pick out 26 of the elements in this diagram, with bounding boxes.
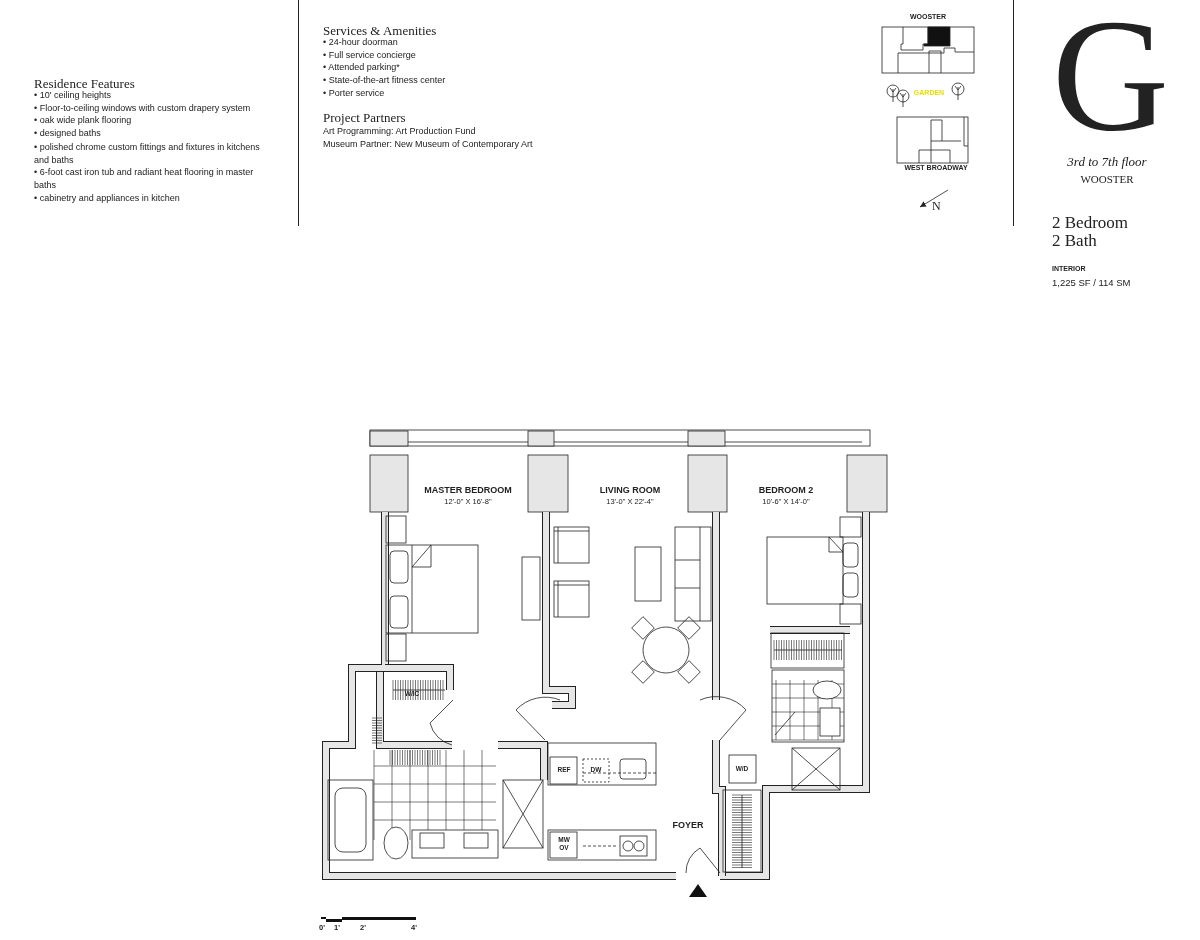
- room-name: LIVING ROOM: [599, 485, 661, 497]
- feature-item: • 10' ceiling heights: [34, 90, 111, 102]
- room-name: BEDROOM 2: [758, 485, 814, 497]
- feature-item: • oak wide plank flooring: [34, 115, 132, 127]
- feature-item: Art Programming: Art Production Fund: [323, 126, 476, 138]
- feature-item: • designed baths: [34, 128, 101, 140]
- feature-item: • Attended parking*: [323, 62, 400, 74]
- room-name: MASTER BEDROOM: [424, 485, 512, 497]
- feature-item: • 24-hour doorman: [323, 37, 398, 49]
- room-name: FOYER: [672, 820, 704, 832]
- north-label: N: [932, 199, 941, 214]
- section-heading: Residence Features: [34, 76, 135, 91]
- area-value: 1,225 SF / 114 SM: [1052, 277, 1131, 289]
- street-name: WOOSTER: [1080, 173, 1134, 187]
- section-heading: Project Partners: [323, 110, 406, 127]
- feature-item: • Porter service: [323, 88, 385, 100]
- feature-item: Museum Partner: New Museum of Contemporary Art: [323, 139, 533, 151]
- feature-item: • polished chrome custom fittings and fixtures in kitchens and baths: [34, 141, 261, 166]
- feature-item: • Full service concierge: [323, 50, 416, 62]
- feature-item: • 6-foot cast iron tub and radiant heat flooring in master baths: [34, 166, 255, 191]
- feature-item: • cabinetry and appliances in kitchen: [34, 192, 181, 205]
- unit-letter: G: [1052, 0, 1169, 156]
- feature-item: • Floor-to-ceiling windows with custom drapery system: [34, 102, 251, 114]
- floor-range: 3rd to 7th floor: [1067, 154, 1147, 171]
- feature-item: • State-of-the-art fitness center: [323, 75, 446, 87]
- section-heading: Services & Amenities: [323, 23, 437, 38]
